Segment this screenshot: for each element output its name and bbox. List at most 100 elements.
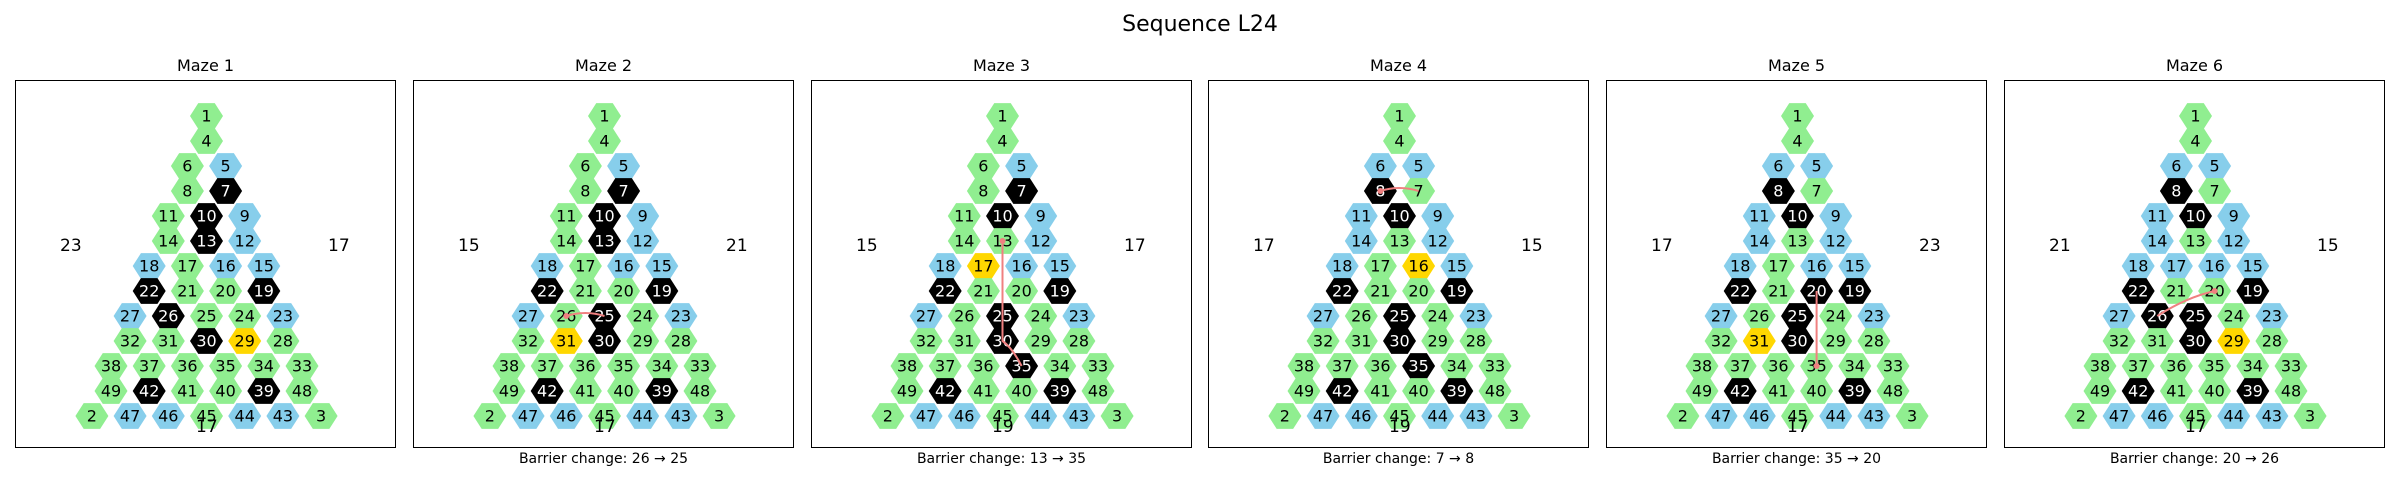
hex-shape [2179, 328, 2212, 354]
hex-label: 9 [1831, 207, 1841, 226]
hex-shape [1383, 303, 1416, 329]
hex-shape [492, 378, 526, 404]
hex-label: 21 [973, 282, 993, 301]
hex-cell-24: 24 [2217, 303, 2251, 329]
hex-shape [2121, 378, 2155, 404]
hex-label: 25 [2185, 307, 2205, 326]
hex-cell-6: 6 [1761, 153, 1795, 179]
hex-label: 37 [139, 357, 159, 376]
hex-shape [1421, 303, 1455, 329]
hex-label: 34 [2243, 357, 2263, 376]
hex-shape [626, 403, 660, 429]
maze-frame: 1465871110914131218171615222120192726252… [413, 80, 794, 448]
hex-label: 6 [1375, 157, 1385, 176]
hex-shape [1383, 403, 1416, 429]
hex-cell-8: 8 [966, 178, 1000, 204]
hex-label: 38 [897, 357, 917, 376]
hex-label: 23 [1864, 307, 1884, 326]
hex-cell-4: 4 [1383, 128, 1416, 154]
hex-cell-20: 20 [1402, 278, 1436, 304]
hex-shape [1685, 353, 1719, 379]
hex-label: 16 [613, 257, 633, 276]
hex-shape [1306, 303, 1340, 329]
hex-cell-24: 24 [626, 303, 660, 329]
hex-cell-47: 47 [1306, 403, 1340, 429]
hex-cell-41: 41 [1761, 378, 1795, 404]
hex-shape [1857, 303, 1891, 329]
hex-cell-27: 27 [1704, 303, 1738, 329]
hex-shape [2102, 403, 2136, 429]
hex-label: 20 [1408, 282, 1428, 301]
hex-shape [2159, 353, 2193, 379]
hex-label: 33 [690, 357, 710, 376]
hex-shape [1062, 403, 1096, 429]
hex-shape [170, 353, 204, 379]
hex-cell-1: 1 [1781, 103, 1814, 129]
hex-shape [2217, 403, 2251, 429]
hex-shape [1819, 403, 1853, 429]
hex-shape [2198, 378, 2232, 404]
hex-shape [2217, 303, 2251, 329]
hex-shape [2102, 328, 2136, 354]
hex-shape [190, 303, 223, 329]
hex-cell-44: 44 [2217, 403, 2251, 429]
hex-cell-39: 39 [2236, 378, 2270, 404]
hex-shape [626, 303, 660, 329]
hex-shape [1024, 403, 1058, 429]
hex-cell-17: 17 [568, 253, 602, 279]
hex-cell-26: 26 [947, 303, 981, 329]
hex-cell-12: 12 [2217, 228, 2251, 254]
hex-shape [1800, 378, 1834, 404]
hex-shape [607, 278, 641, 304]
hex-shape [2217, 228, 2251, 254]
hex-label: 22 [537, 282, 557, 301]
hex-label: 43 [1864, 407, 1884, 426]
hex-cell-2: 2 [1666, 403, 1700, 429]
hex-label: 5 [619, 157, 629, 176]
hex-shape [2217, 203, 2251, 229]
hex-shape [966, 378, 1000, 404]
hex-label: 25 [1787, 307, 1807, 326]
hex-label: 24 [1031, 307, 1051, 326]
hex-cell-36: 36 [2159, 353, 2193, 379]
hex-label: 49 [1692, 382, 1712, 401]
hex-cell-43: 43 [2255, 403, 2289, 429]
hex-cell-43: 43 [664, 403, 698, 429]
hex-shape [1819, 303, 1853, 329]
hex-label: 14 [2147, 232, 2167, 251]
hex-shape [228, 203, 262, 229]
hex-cell-19: 19 [247, 278, 281, 304]
hex-shape [702, 403, 736, 429]
hex-cell-10: 10 [588, 203, 621, 229]
hex-label: 27 [120, 307, 140, 326]
hex-label: 30 [1787, 332, 1807, 351]
maze-frame: 1465871110914131218171615222120192726252… [2004, 80, 2385, 448]
hex-cell-45: 45 [986, 403, 1019, 429]
bottom-count: 17 [1787, 417, 1809, 437]
hex-label: 11 [1749, 207, 1769, 226]
hex-shape [266, 403, 300, 429]
hex-shape [1383, 103, 1416, 129]
hex-cell-24: 24 [228, 303, 262, 329]
hex-label: 13 [594, 232, 614, 251]
hex-label: 13 [2185, 232, 2205, 251]
hex-shape [2255, 303, 2289, 329]
hex-cell-23: 23 [266, 303, 300, 329]
hex-cell-27: 27 [113, 303, 147, 329]
hex-label: 24 [1428, 307, 1448, 326]
bottom-count: 17 [196, 417, 218, 437]
hex-shape [1268, 403, 1302, 429]
hex-cell-48: 48 [683, 378, 717, 404]
hex-cell-34: 34 [1838, 353, 1872, 379]
hex-cell-36: 36 [966, 353, 1000, 379]
hex-cell-20: 20 [1005, 278, 1039, 304]
hex-label: 9 [240, 207, 250, 226]
hex-shape [1325, 253, 1359, 279]
hex-cell-36: 36 [1363, 353, 1397, 379]
hex-shape [530, 253, 564, 279]
hex-cell-35: 35 [209, 353, 243, 379]
hex-cell-5: 5 [1402, 153, 1436, 179]
left-count: 17 [1651, 236, 1673, 256]
hex-cell-3: 3 [1497, 403, 1531, 429]
hex-label: 39 [1845, 382, 1865, 401]
